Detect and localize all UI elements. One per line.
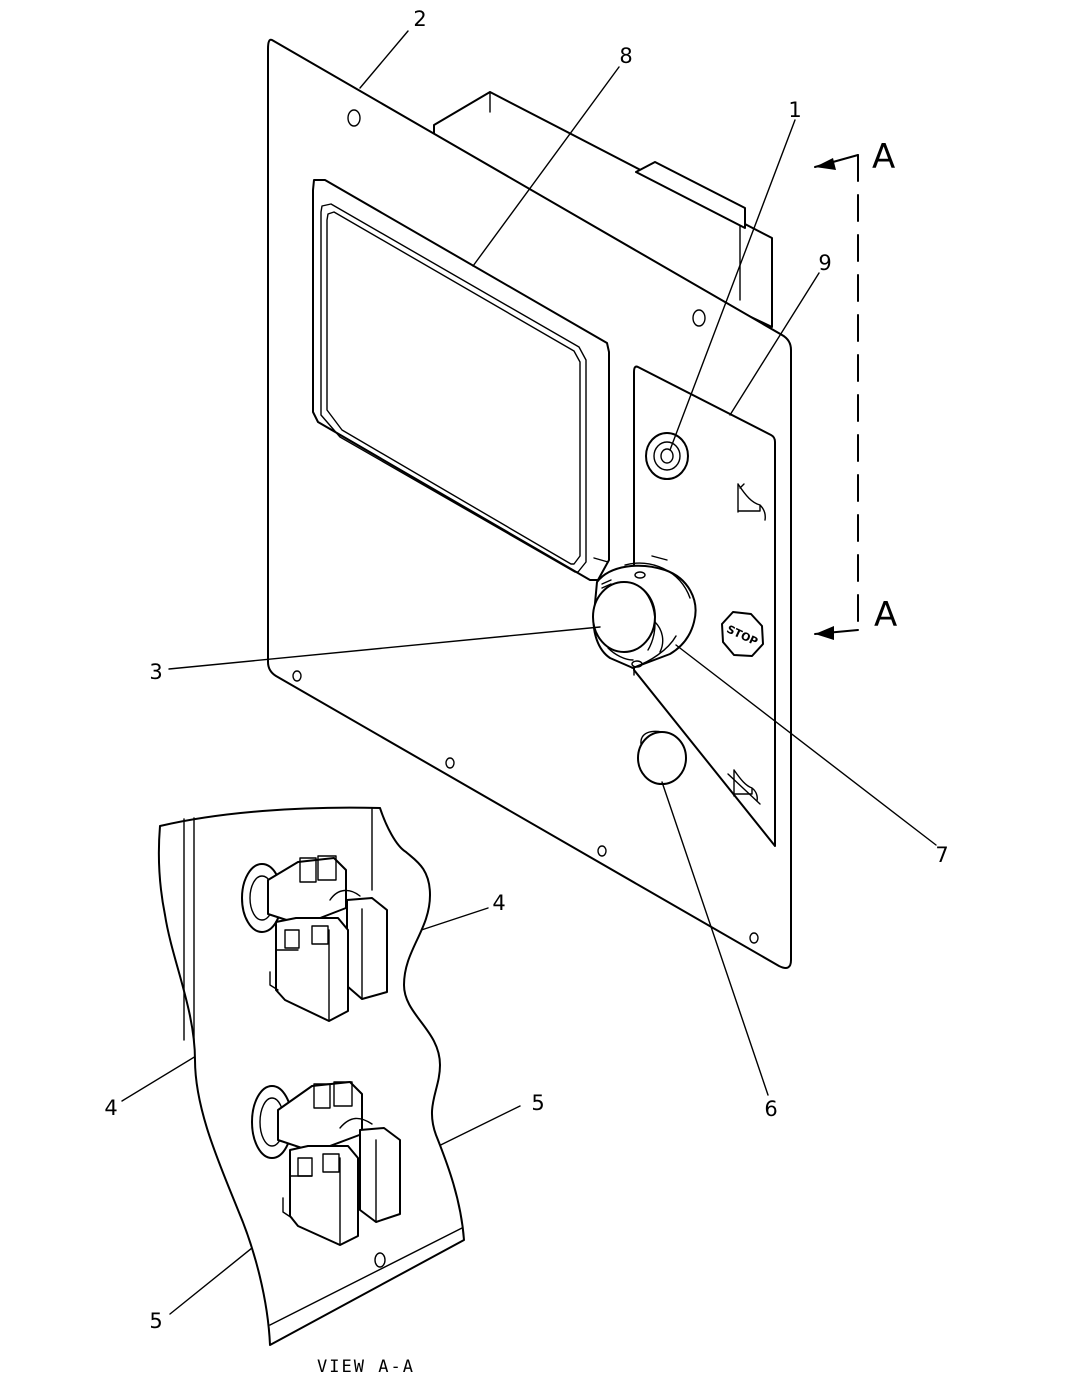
selector-switch-knob [592, 581, 664, 653]
leader-6 [661, 781, 769, 1096]
section-mark-bottom: A [874, 595, 897, 635]
rear-enclosure [433, 91, 773, 328]
callout-7: 7 [935, 843, 948, 867]
callout-5a: 5 [531, 1091, 544, 1115]
leader-lines [121, 30, 937, 1315]
callout-5b: 5 [149, 1309, 162, 1333]
mounting-hole [445, 757, 455, 769]
leader-7 [675, 644, 937, 846]
callout-6: 6 [764, 1097, 777, 1121]
callout-4a: 4 [492, 891, 505, 915]
mounting-hole [692, 309, 706, 327]
leader-1 [669, 119, 796, 451]
view-a-a-detail [157, 806, 465, 1346]
leader-9 [729, 272, 820, 416]
display-window [312, 179, 610, 581]
horn-silence-icon [727, 769, 761, 805]
callouts: 2 8 1 9 3 7 6 4 4 5 5 [104, 7, 948, 1333]
mounting-hole [597, 845, 607, 857]
indicator-lamp [645, 432, 689, 480]
callout-8: 8 [619, 44, 632, 68]
stop-sign-icon: STOP [721, 611, 764, 657]
contact-block-4 [241, 855, 388, 1022]
callout-3: 3 [149, 660, 162, 684]
leader-8 [472, 66, 620, 267]
horn-icon [737, 483, 766, 521]
push-button [637, 730, 687, 785]
contact-block-5 [251, 1081, 401, 1246]
mounting-hole [347, 109, 361, 127]
view-caption: VIEW A-A [317, 1357, 415, 1377]
callout-4b: 4 [104, 1096, 117, 1120]
callout-1: 1 [788, 98, 801, 122]
section-arrow-top [815, 158, 836, 170]
mounting-hole [292, 670, 302, 682]
section-arrow-bottom [815, 626, 834, 640]
mounting-hole [749, 932, 759, 944]
leader-3 [168, 626, 601, 670]
section-mark-top: A [872, 137, 895, 177]
callout-9: 9 [818, 251, 831, 275]
section-cut-line: A A [814, 137, 897, 640]
leader-2 [359, 30, 409, 89]
callout-2: 2 [413, 7, 426, 31]
